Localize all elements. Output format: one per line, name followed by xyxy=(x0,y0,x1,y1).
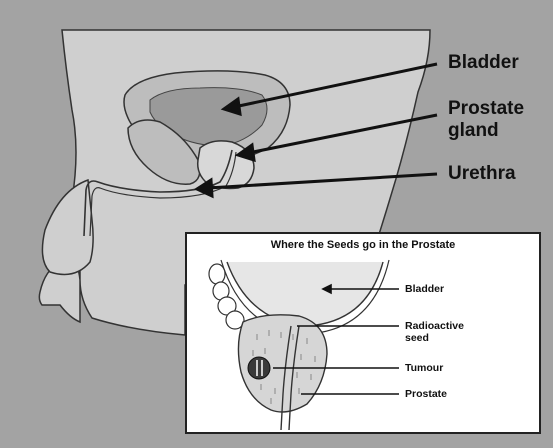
inset-prostate-drawing xyxy=(187,234,539,432)
inset-label-tumour: Tumour xyxy=(405,362,443,374)
label-prostate-line2: gland xyxy=(448,120,499,142)
inset-tumour xyxy=(248,357,270,379)
inset-panel: Where the Seeds go in the Prostate xyxy=(185,232,541,434)
label-bladder: Bladder xyxy=(448,52,519,74)
inset-label-radioactive-line2: seed xyxy=(405,332,429,344)
label-urethra: Urethra xyxy=(448,163,516,185)
inset-label-prostate: Prostate xyxy=(405,388,447,400)
inset-label-bladder: Bladder xyxy=(405,283,444,295)
inset-bladder xyxy=(227,262,383,326)
inset-label-radioactive-line1: Radioactive xyxy=(405,320,464,332)
label-prostate-line1: Prostate xyxy=(448,98,524,120)
